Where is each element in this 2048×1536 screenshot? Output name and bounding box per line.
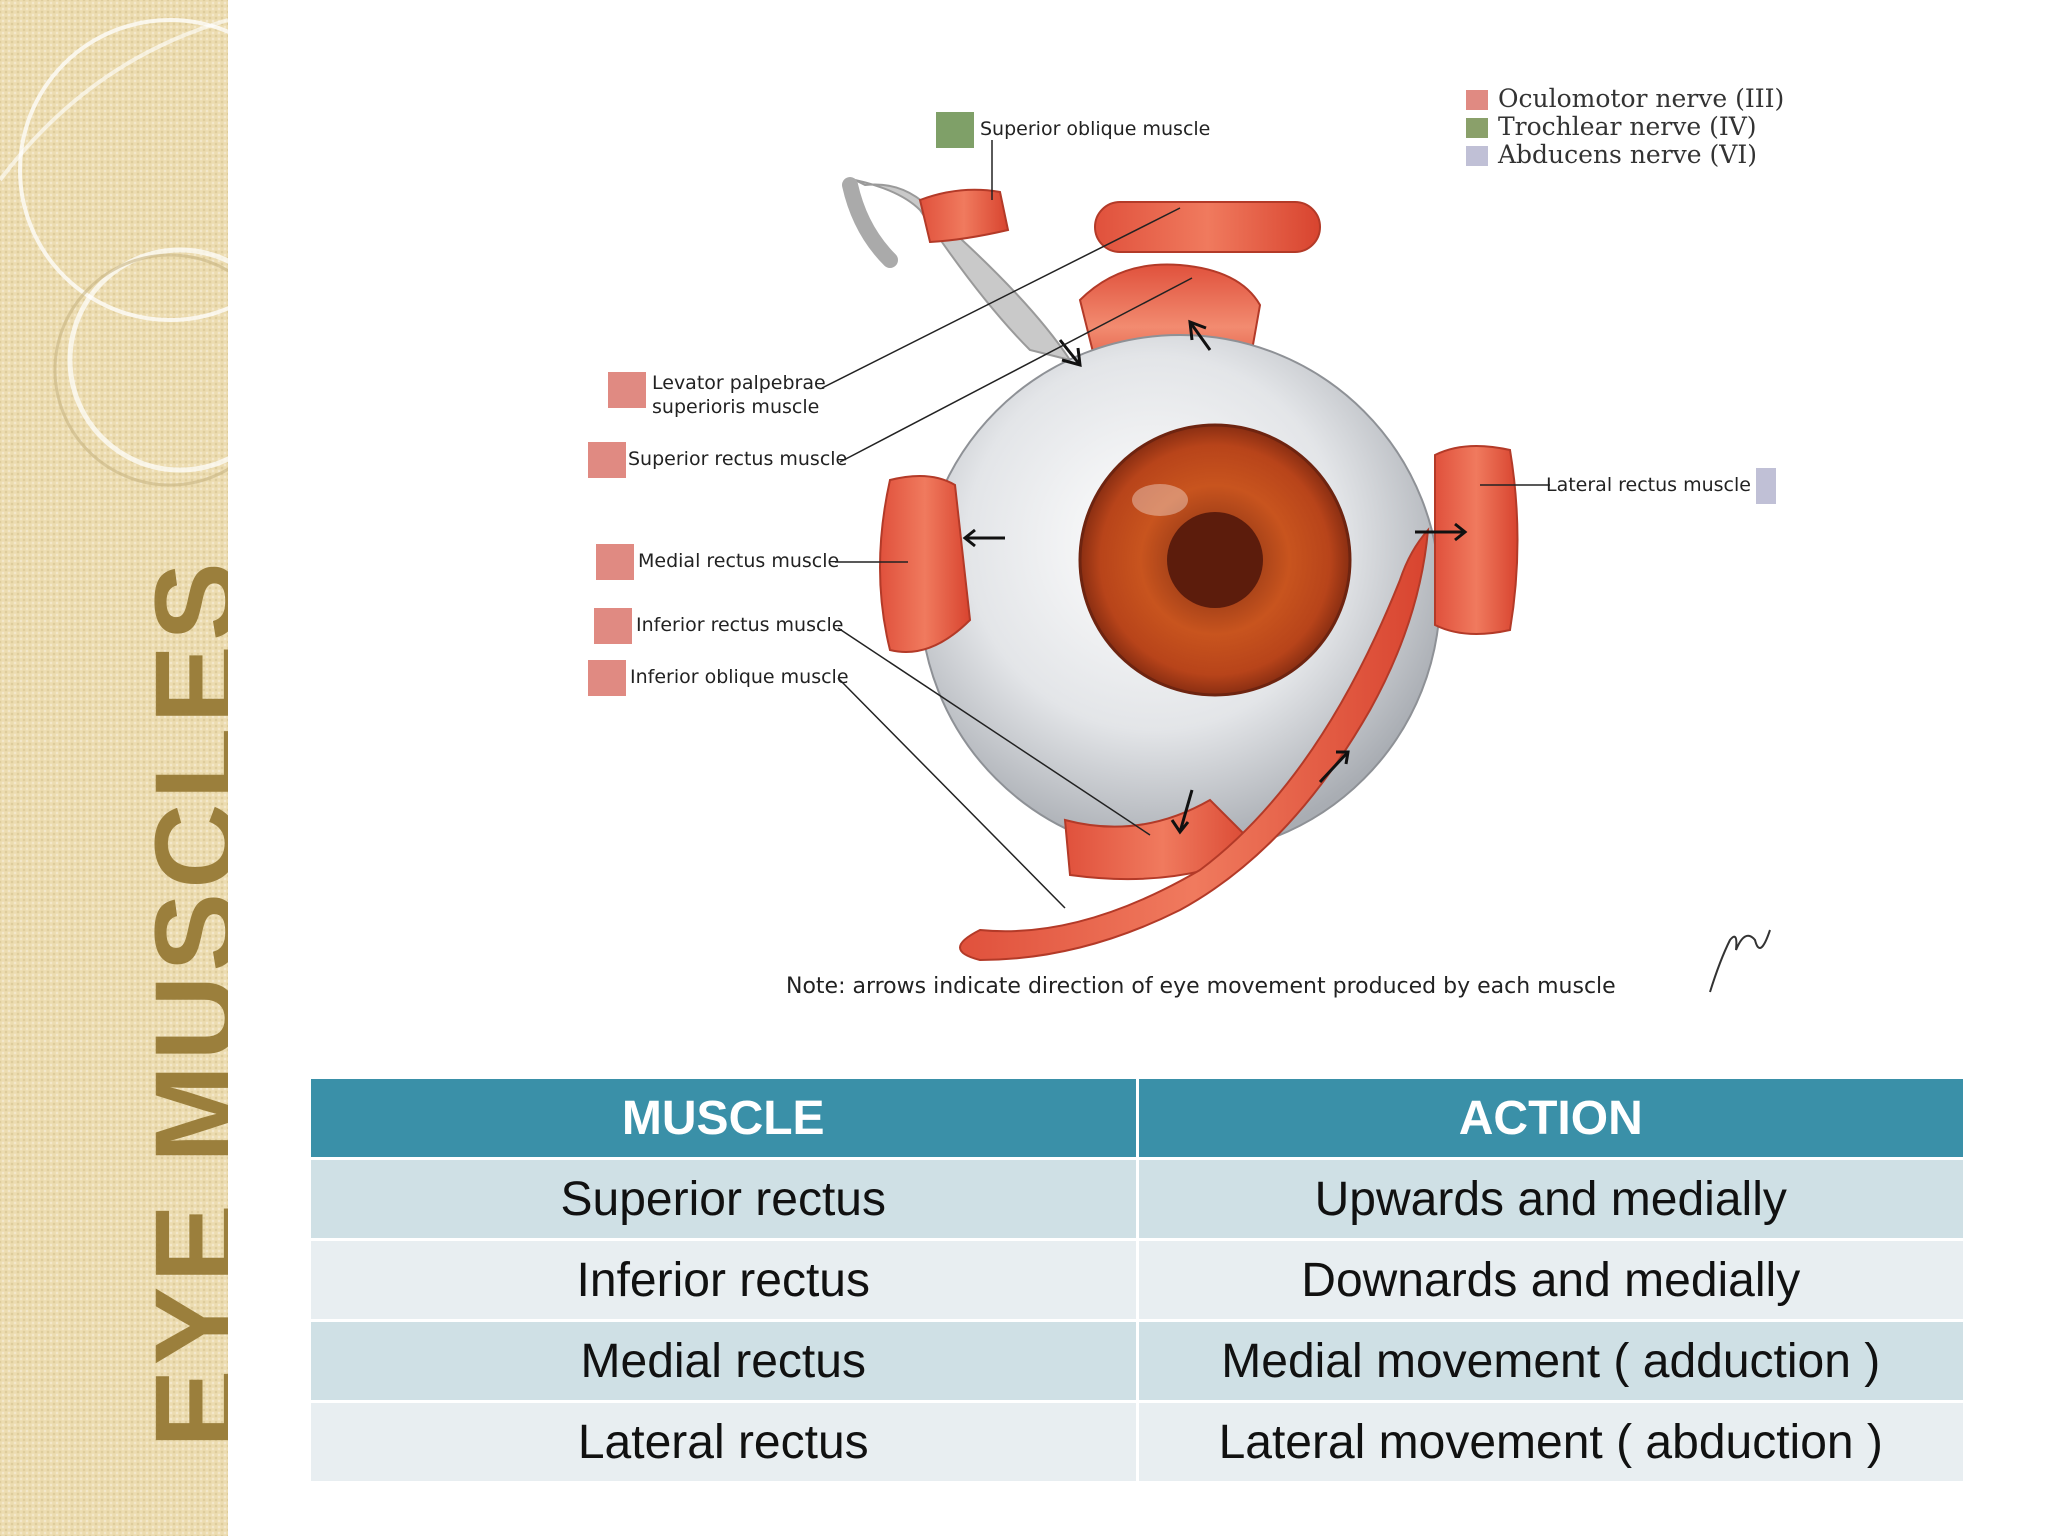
figure-note: Note: arrows indicate direction of eye m… [786, 974, 1616, 999]
decorative-circles [0, 18, 228, 487]
legend-oculomotor: Oculomotor nerve (III) [1498, 84, 1785, 113]
action-cell: Medial movement ( adduction ) [1135, 1319, 1966, 1403]
eye-illustration [588, 90, 1776, 993]
label-superior-oblique: Superior oblique muscle [980, 118, 1211, 140]
table-header-row: MUSCLE ACTION [308, 1076, 1966, 1160]
label-inferior-oblique: Inferior oblique muscle [630, 666, 849, 688]
label-inferior-rectus: Inferior rectus muscle [636, 614, 844, 636]
table-row: Medial rectus Medial movement ( adductio… [308, 1319, 1966, 1403]
label-lateral-rectus: Lateral rectus muscle [1546, 474, 1751, 496]
action-cell: Upwards and medially [1135, 1157, 1966, 1241]
header-muscle: MUSCLE [308, 1076, 1139, 1160]
slide-title: EYE MUSCLES [131, 558, 228, 1448]
label-levator-line2: superioris muscle [652, 395, 820, 418]
legend-trochlear: Trochlear nerve (IV) [1498, 112, 1757, 141]
label-levator-palpebrae: Levator palpebrae superioris muscle [652, 372, 826, 420]
muscle-cell: Lateral rectus [308, 1400, 1139, 1484]
label-levator-line1: Levator palpebrae [652, 372, 826, 394]
eye-muscle-diagram: Superior oblique muscle Levator palpebra… [560, 60, 1800, 1020]
header-action: ACTION [1135, 1076, 1966, 1160]
table-row: Lateral rectus Lateral movement ( abduct… [308, 1400, 1966, 1484]
table-row: Inferior rectus Downards and medially [308, 1238, 1966, 1322]
muscle-cell: Inferior rectus [308, 1238, 1139, 1322]
muscle-cell: Medial rectus [308, 1319, 1139, 1403]
table-row: Superior rectus Upwards and medially [308, 1157, 1966, 1241]
muscle-cell: Superior rectus [308, 1157, 1139, 1241]
action-cell: Downards and medially [1135, 1238, 1966, 1322]
label-medial-rectus: Medial rectus muscle [638, 550, 840, 572]
label-superior-rectus: Superior rectus muscle [628, 448, 848, 470]
side-band: EYE MUSCLES [0, 0, 228, 1536]
muscle-action-table: MUSCLE ACTION Superior rectus Upwards an… [308, 1076, 1966, 1484]
legend-abducens: Abducens nerve (VI) [1498, 140, 1757, 169]
action-cell: Lateral movement ( abduction ) [1135, 1400, 1966, 1484]
